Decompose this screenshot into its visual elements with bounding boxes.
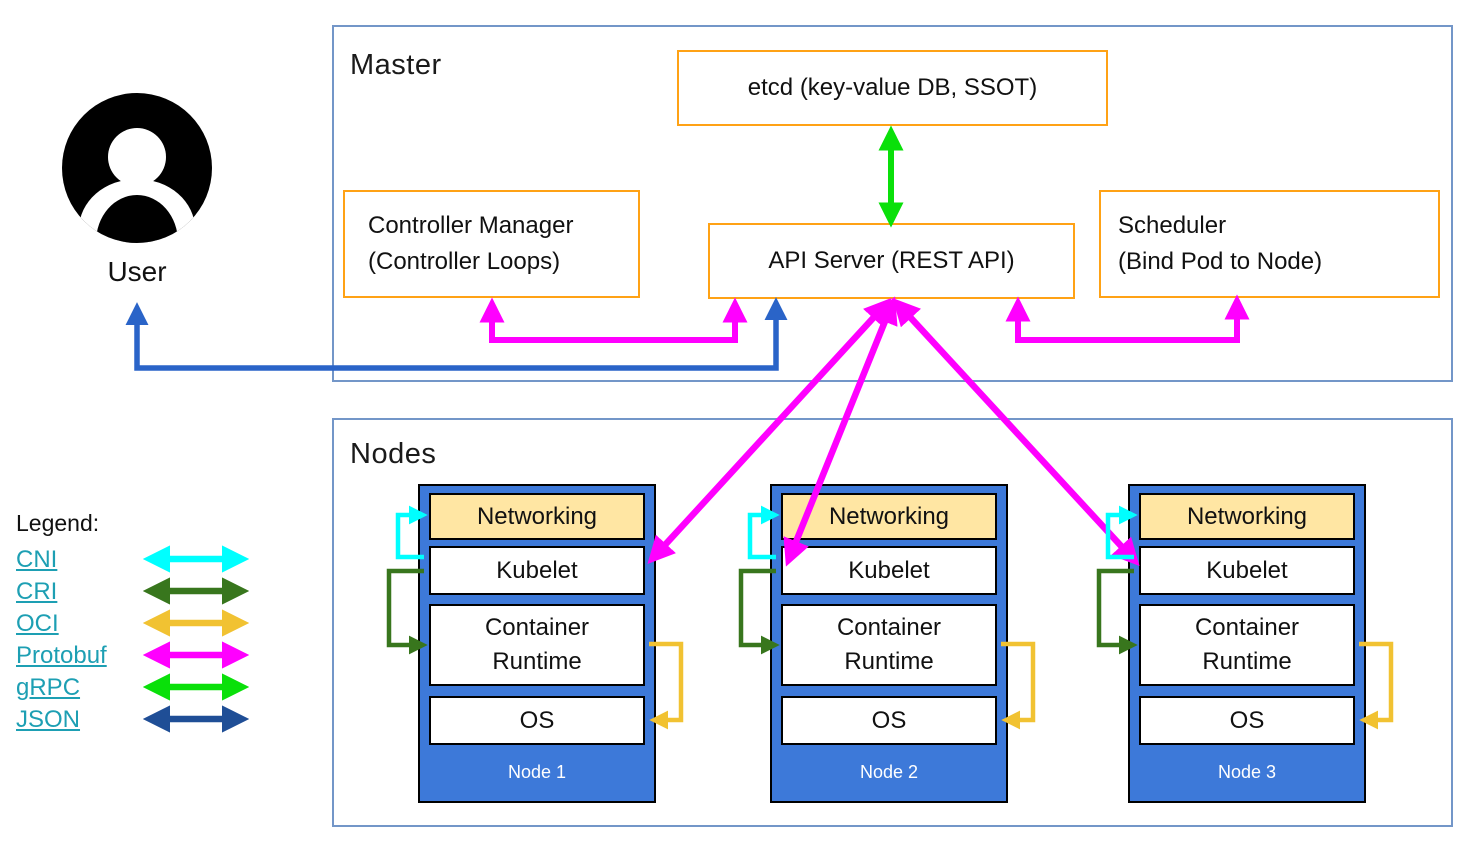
node-1-kubelet-box: Kubelet [429,546,645,595]
node-1: Networking Kubelet Container Runtime OS … [418,484,656,803]
legend-link-cri[interactable]: CRI [16,578,58,605]
networking-label: Networking [828,502,950,530]
node-3-kubelet-box: Kubelet [1139,546,1355,595]
node-3-container-runtime-box: Container Runtime [1139,604,1355,686]
etcd-label: etcd (key-value DB, SSOT) [747,74,1038,101]
legend-link-json[interactable]: JSON [16,706,81,733]
node-2-kubelet-box: Kubelet [781,546,997,595]
legend-link-oci[interactable]: OCI [16,610,59,637]
node-1-label: Node 1 [507,762,567,782]
kubelet-label: Kubelet [848,556,930,584]
scheduler-label: Scheduler (Bind Pod to Node) [1118,212,1323,275]
container-runtime-label: Container Runtime [1194,614,1300,675]
node-3-label: Node 3 [1217,762,1277,782]
controller-manager-label: Controller Manager (Controller Loops) [368,212,574,275]
node-1-networking-box: Networking [429,493,645,540]
user-icon-shoulders [96,195,178,243]
node-3-os-box: OS [1139,696,1355,745]
networking-label: Networking [1186,502,1308,530]
legend-title: Legend: [16,510,100,536]
os-label: OS [519,706,555,734]
api-server-box: API Server (REST API) [708,223,1075,299]
os-label: OS [871,706,907,734]
os-label: OS [1229,706,1265,734]
kubelet-label: Kubelet [496,556,578,584]
nodes-title: Nodes [350,438,437,470]
networking-label: Networking [476,502,598,530]
node-2-label: Node 2 [859,762,919,782]
user-icon [62,93,212,243]
node-1-container-runtime-box: Container Runtime [429,604,645,686]
node-2-container-runtime-box: Container Runtime [781,604,997,686]
node-2-os-box: OS [781,696,997,745]
legend-link-grpc[interactable]: gRPC [16,674,81,701]
etcd-box: etcd (key-value DB, SSOT) [677,50,1108,126]
master-title: Master [350,49,442,81]
legend-link-protobuf[interactable]: Protobuf [16,642,107,669]
node-2: Networking Kubelet Container Runtime OS … [770,484,1008,803]
user-label: User [107,256,167,287]
node-1-os-box: OS [429,696,645,745]
api-server-label: API Server (REST API) [768,247,1015,274]
legend-link-cni[interactable]: CNI [16,546,58,573]
scheduler-box: Scheduler (Bind Pod to Node) [1099,190,1440,298]
container-runtime-label: Container Runtime [484,614,590,675]
user-icon-head [108,128,166,186]
container-runtime-label: Container Runtime [836,614,942,675]
kubelet-label: Kubelet [1206,556,1288,584]
controller-manager-box: Controller Manager (Controller Loops) [343,190,640,298]
node-2-networking-box: Networking [781,493,997,540]
node-3-networking-box: Networking [1139,493,1355,540]
node-3: Networking Kubelet Container Runtime OS … [1128,484,1366,803]
